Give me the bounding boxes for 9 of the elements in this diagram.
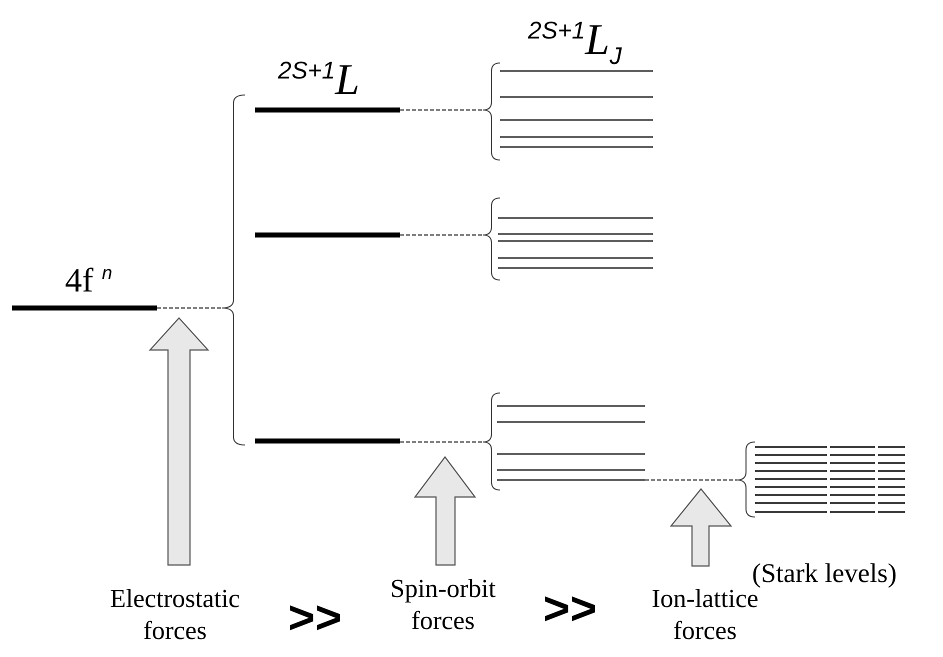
much-greater-sign: >> (287, 594, 343, 640)
connector (400, 234, 484, 236)
force-label: Electrostatic forces (109, 583, 241, 647)
force-label: Spin-orbit forces (389, 573, 497, 637)
level-caption: (Stark levels) (752, 560, 897, 587)
much-greater-sign: >> (542, 585, 598, 631)
level-label: $^{2S+1}$L (278, 58, 360, 102)
level-label: 4f $^{n}$ (65, 264, 112, 298)
level-label: $^{2S+1}$L$_{J}$ (528, 18, 622, 69)
